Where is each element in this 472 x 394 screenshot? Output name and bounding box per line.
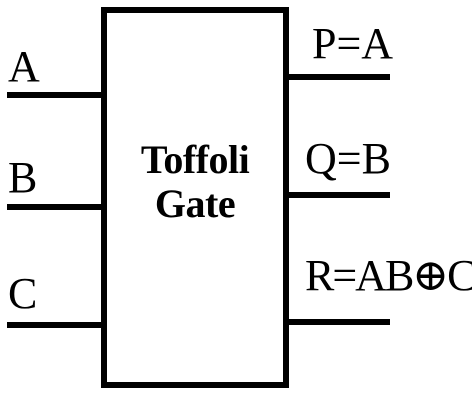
output-label-r: R=AB⊕C	[305, 251, 472, 300]
output-label-q: Q=B	[305, 134, 391, 183]
gate-title-line2: Gate	[154, 181, 236, 226]
gate-block	[101, 7, 289, 388]
input-wire-b	[7, 204, 104, 210]
output-label-p: P=A	[312, 19, 394, 68]
gate-title-line1: Toffoli	[140, 137, 250, 182]
output-wire-r	[286, 319, 390, 325]
input-wire-c	[7, 322, 104, 328]
gate-title: Toffoli Gate	[101, 138, 289, 226]
input-label-a: A	[8, 42, 40, 91]
input-wire-a	[7, 92, 104, 98]
output-wire-p	[286, 74, 390, 80]
input-label-c: C	[8, 269, 38, 318]
output-wire-q	[286, 192, 390, 198]
input-label-b: B	[8, 153, 38, 202]
